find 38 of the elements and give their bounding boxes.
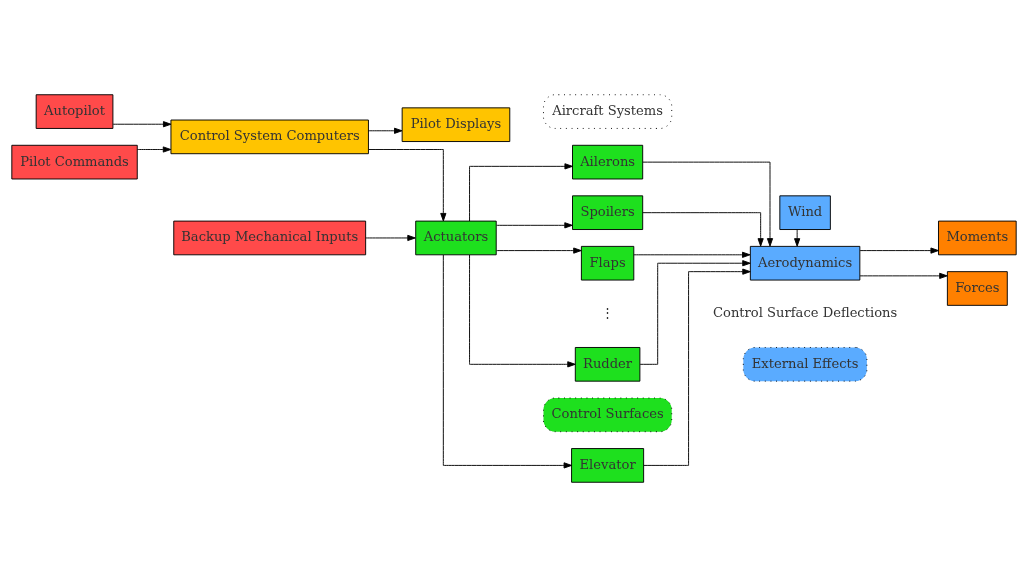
node-box: Actuators <box>415 220 497 255</box>
node-box: Aerodynamics <box>749 245 861 281</box>
arrow <box>112 120 172 127</box>
arrow <box>859 272 948 279</box>
label: Control Surface Deflections <box>713 304 898 320</box>
node-box: Backup Mechanical Inputs <box>173 220 367 255</box>
node-box: External Effects <box>742 346 868 382</box>
node-box: Spoilers <box>572 194 644 230</box>
node-box: Control System Computers <box>170 119 369 154</box>
node-box: Autopilot <box>35 93 114 129</box>
label: ⋮ <box>601 304 615 320</box>
node-box: Moments <box>938 220 1017 255</box>
arrow <box>794 228 801 247</box>
node-box: Elevator <box>571 447 645 483</box>
node-box: Rudder <box>574 346 641 382</box>
arrow <box>642 161 774 247</box>
node-box: Flaps <box>580 245 635 281</box>
arrow <box>469 254 576 367</box>
node-box: Pilot Displays <box>401 106 511 142</box>
arrow <box>496 221 573 228</box>
arrow <box>639 259 751 365</box>
arrow <box>469 162 573 221</box>
arrow <box>642 211 764 247</box>
arrow <box>643 268 751 466</box>
arrow <box>368 127 403 134</box>
arrow <box>442 254 573 468</box>
arrow <box>136 145 172 153</box>
node-box: Pilot Commands <box>11 144 138 179</box>
node-box: Ailerons <box>572 144 644 179</box>
node-box: Control Surfaces <box>543 397 673 432</box>
arrow <box>365 234 416 241</box>
arrow <box>496 247 582 254</box>
arrow <box>368 148 447 221</box>
node-box: Aircraft Systems <box>543 93 673 129</box>
node-box: Wind <box>779 194 831 230</box>
arrow <box>859 247 939 254</box>
arrow <box>633 251 751 258</box>
node-box: Forces <box>946 270 1008 306</box>
